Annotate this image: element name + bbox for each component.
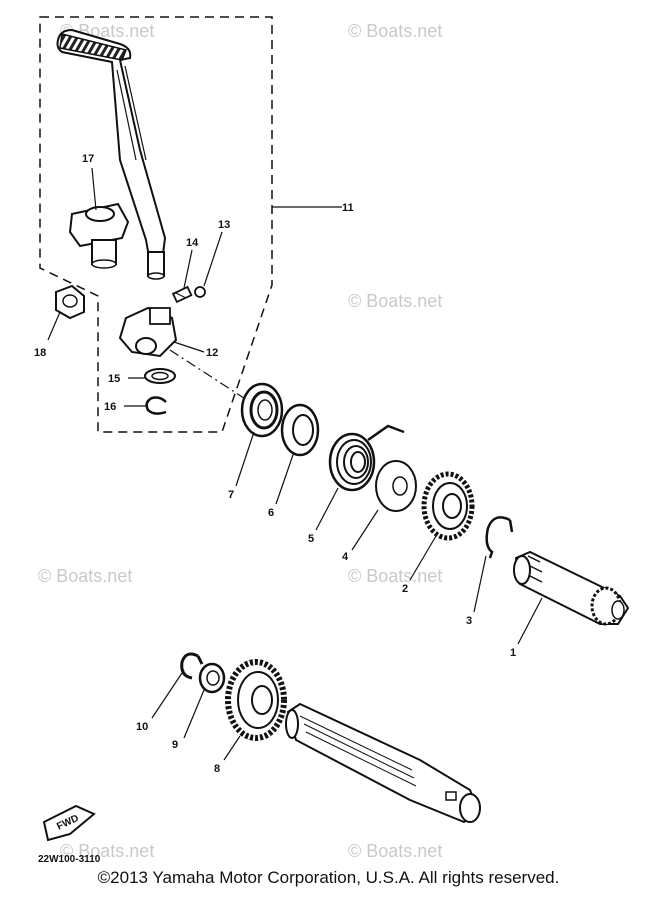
watermark: © Boats.net: [348, 566, 442, 586]
circlip: [145, 396, 167, 415]
lower-circlip: [180, 652, 204, 680]
callout-15: 15: [108, 373, 120, 385]
callout-3: 3: [466, 615, 472, 627]
diagram-code: 22W100-3110: [38, 854, 101, 865]
main-shaft: [285, 702, 481, 824]
oil-seal: [240, 382, 284, 438]
copyright-notice: ©2013 Yamaha Motor Corporation, U.S.A. A…: [97, 868, 560, 887]
callout-14: 14: [186, 237, 199, 249]
callout-6: 6: [268, 507, 274, 519]
callout-8: 8: [214, 763, 220, 775]
callout-11: 11: [342, 202, 354, 214]
kick-boss: [68, 202, 130, 269]
watermark: © Boats.net: [348, 841, 442, 861]
watermark: © Boats.net: [348, 291, 442, 311]
assembly-outline: [39, 16, 273, 433]
watermark: © Boats.net: [60, 841, 154, 861]
kick-gear: [421, 471, 475, 541]
idle-gear: [225, 659, 287, 741]
watermark: © Boats.net: [38, 566, 132, 586]
steel-ball: [194, 286, 206, 298]
callout-2: 2: [402, 583, 408, 595]
kick-boss-body: [118, 306, 178, 358]
callout-12: 12: [206, 347, 218, 359]
washer: [151, 371, 169, 381]
callout-17: 17: [82, 153, 94, 165]
kick-crank-lever: [56, 28, 167, 280]
plain-washer: [375, 460, 417, 512]
lower-washer: [198, 662, 226, 694]
leader-lines: [47, 167, 543, 761]
callout-10: 10: [136, 721, 148, 733]
callout-1: 1: [510, 647, 516, 659]
fwd-arrow-icon: FWD: [42, 804, 96, 842]
axis-line: [169, 349, 251, 403]
kick-clip: [485, 516, 514, 559]
callout-16: 16: [104, 401, 116, 413]
callout-9: 9: [172, 739, 178, 751]
callout-18: 18: [34, 347, 46, 359]
callout-4: 4: [342, 551, 349, 563]
callout-7: 7: [228, 489, 234, 501]
nut: [55, 284, 85, 320]
watermark: © Boats.net: [348, 21, 442, 41]
spring-guide: [280, 403, 320, 457]
kick-axle: [513, 550, 630, 626]
callout-13: 13: [218, 219, 230, 231]
torsion-spring: [328, 424, 405, 492]
callout-5: 5: [308, 533, 314, 545]
bolt: [171, 285, 193, 304]
